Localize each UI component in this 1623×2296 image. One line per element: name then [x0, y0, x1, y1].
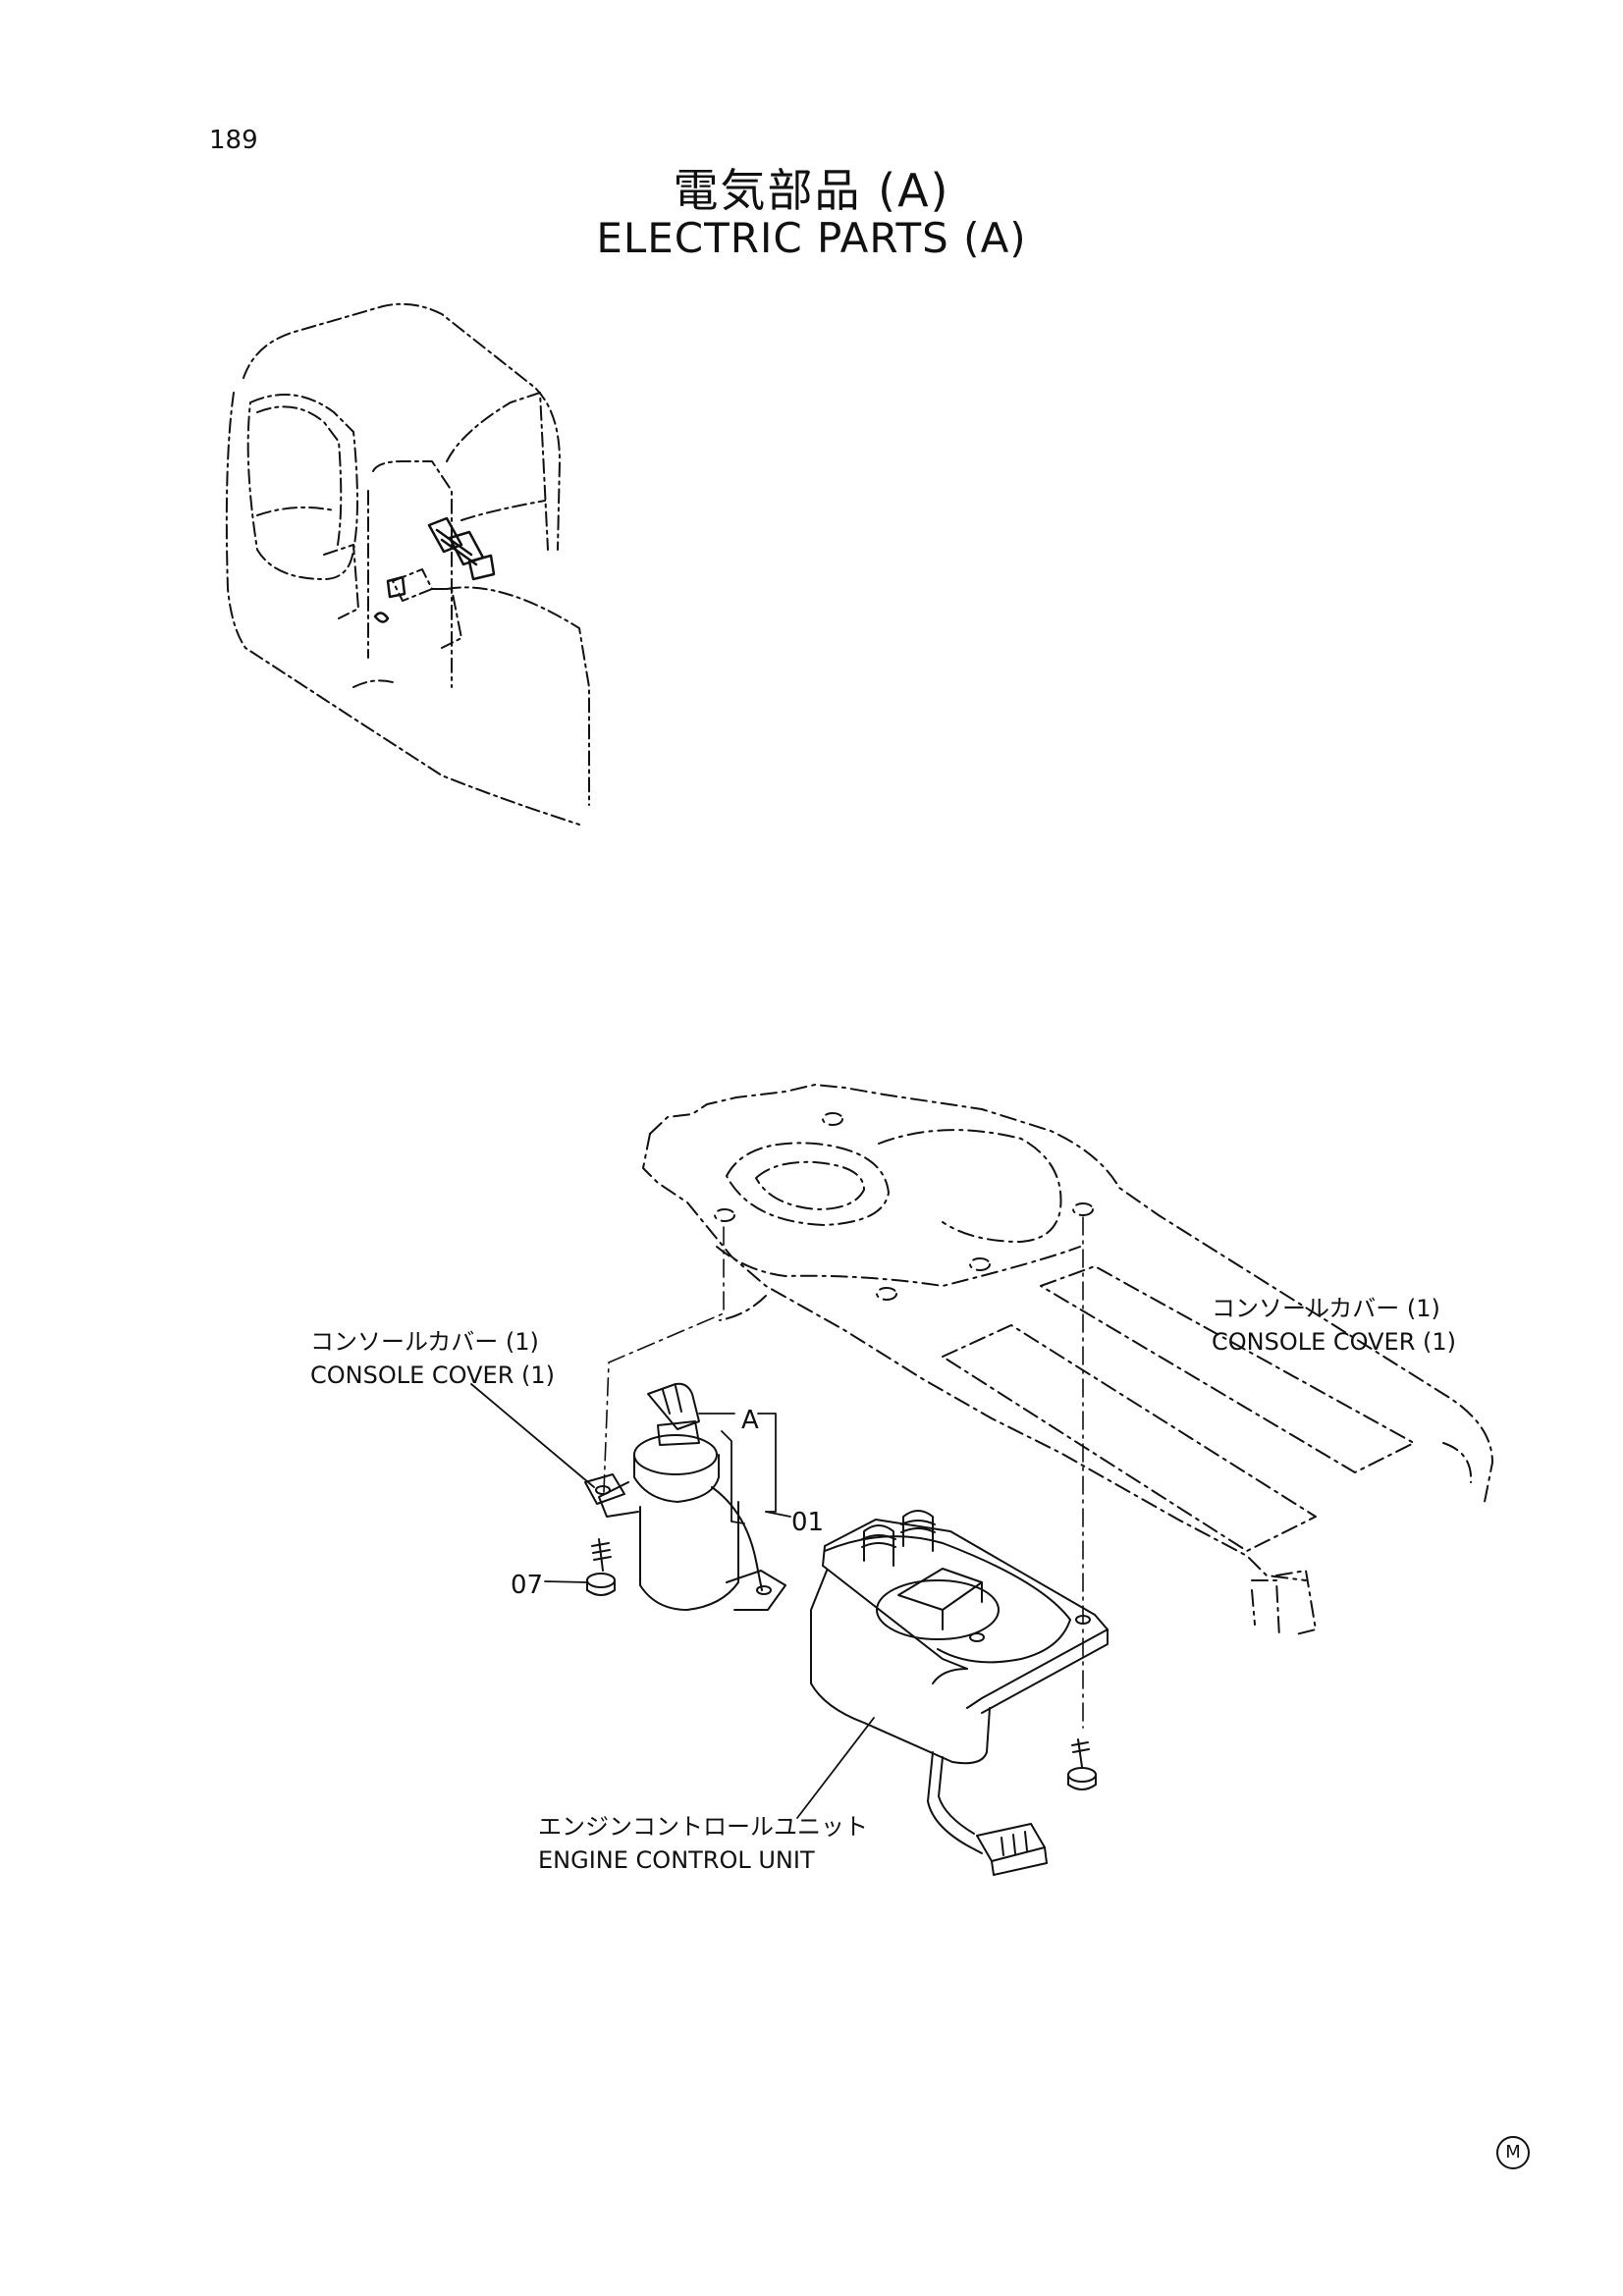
console-cover-right-label-en: CONSOLE COVER (1) — [1212, 1328, 1456, 1356]
console-cover-assembly — [642, 1084, 1493, 1638]
screw-part-07 — [586, 1538, 616, 1596]
assembly-guide-lines — [603, 1216, 1084, 1729]
console-cover-left-label-jp: コンソールカバー (1) — [310, 1328, 539, 1356]
callout-a: A — [741, 1406, 759, 1435]
console-cover-right-label-jp: コンソールカバー (1) — [1212, 1295, 1440, 1322]
corner-m-mark: M — [1496, 2136, 1530, 2169]
leader-lines — [470, 1383, 875, 1819]
cab-control-highlight — [373, 516, 496, 623]
page-title-english: ELECTRIC PARTS (A) — [596, 214, 1027, 262]
screw-engine-unit — [1067, 1738, 1097, 1790]
console-cover-left-label-en: CONSOLE COVER (1) — [310, 1362, 555, 1389]
cab-illustration — [225, 302, 590, 826]
engine-control-unit-label-jp: エンジンコントロールユニット — [538, 1813, 868, 1841]
key-switch-part-01 — [584, 1382, 786, 1611]
engine-control-unit-label-en: ENGINE CONTROL UNIT — [538, 1846, 815, 1874]
page-number: 189 — [209, 126, 258, 155]
callout-part-07: 07 — [511, 1571, 544, 1600]
callout-part-01: 01 — [791, 1508, 825, 1537]
page-title-japanese: 電気部品 (A) — [673, 164, 950, 217]
engine-control-unit — [810, 1510, 1109, 1876]
